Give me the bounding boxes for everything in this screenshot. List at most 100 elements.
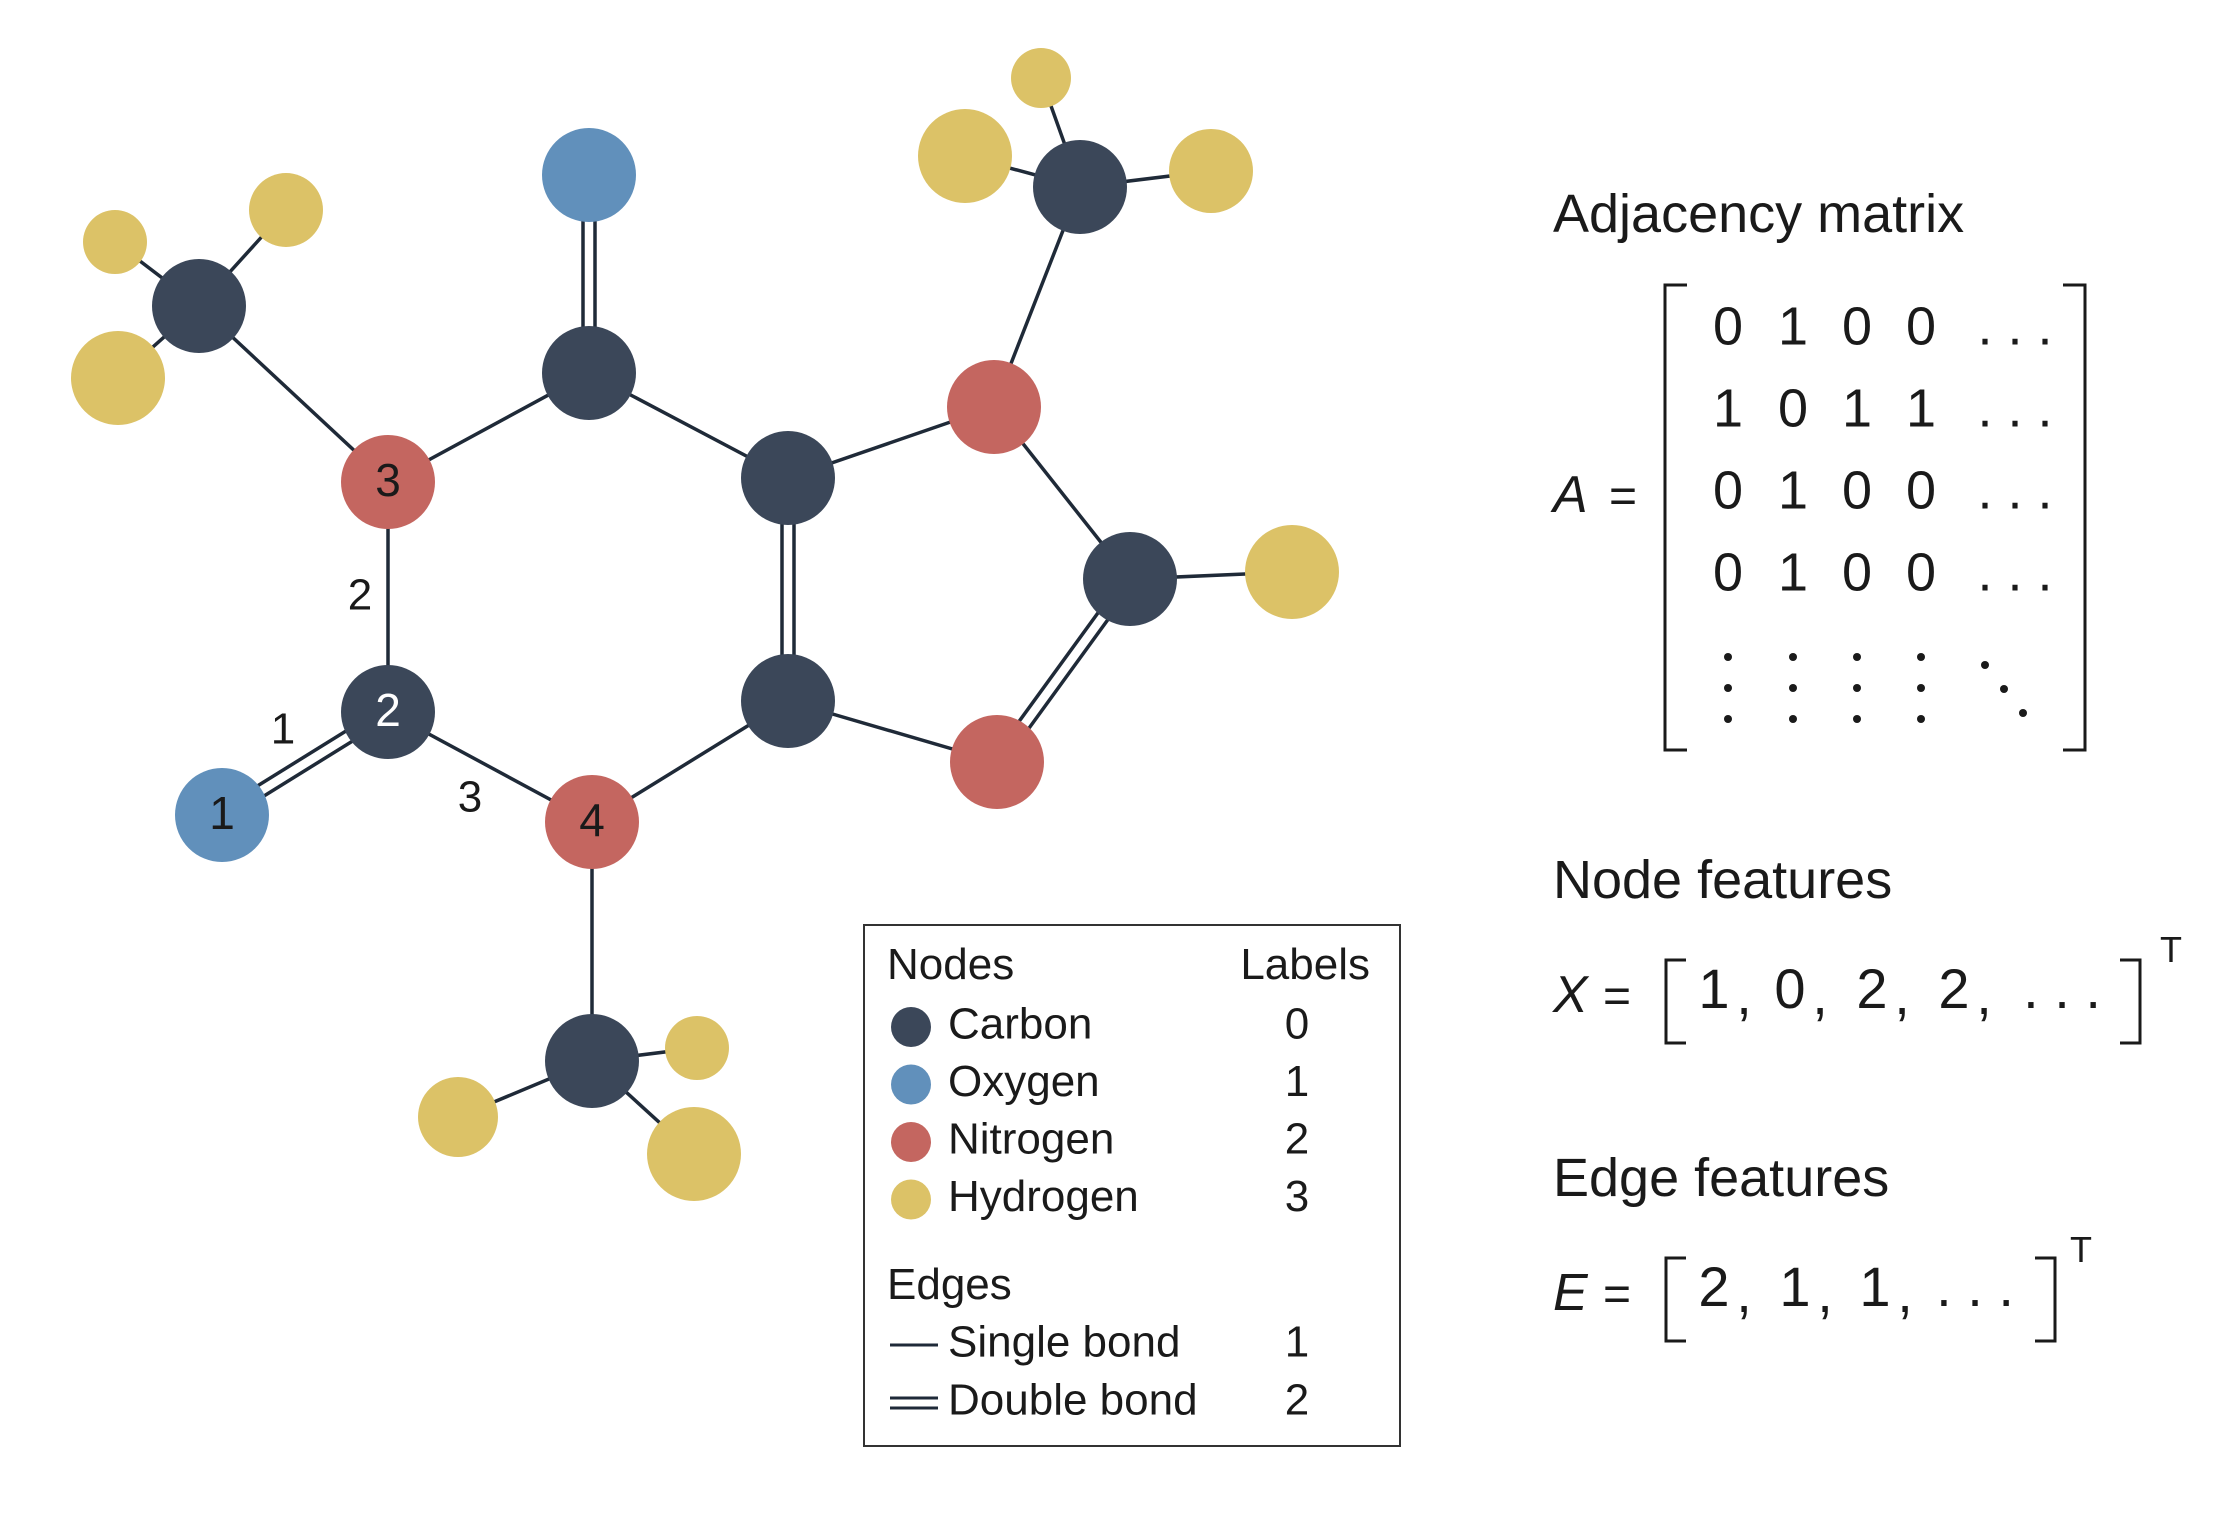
matrix-cell: 1 — [1778, 460, 1808, 520]
vertical-dot — [1853, 715, 1861, 723]
vector-value: 1 — [1779, 1255, 1810, 1318]
edge-features-equals: = — [1603, 1268, 1631, 1321]
vector-value: 2 — [1938, 957, 1969, 1020]
vector-value: . . . — [1936, 1255, 2014, 1318]
legend-node-name: Carbon — [948, 1000, 1092, 1049]
legend-edge-name: Single bond — [948, 1318, 1180, 1367]
edge-features-transpose: T — [2070, 1229, 2092, 1270]
matrix-cell: 0 — [1778, 378, 1808, 438]
vertical-dot — [1724, 653, 1732, 661]
nitrogen-swatch — [891, 1122, 931, 1162]
adjacency-equals: = — [1609, 470, 1637, 523]
vertical-dot — [1917, 684, 1925, 692]
matrix-cell: . . . — [1977, 460, 2052, 520]
hydrogen-atom — [665, 1016, 729, 1080]
carbon-atom — [152, 259, 246, 353]
atom-label: 3 — [375, 454, 401, 506]
vertical-dot — [1724, 715, 1732, 723]
vector-comma: , — [1817, 1261, 1833, 1324]
legend-node-name: Nitrogen — [948, 1115, 1114, 1164]
vector-comma: , — [1736, 963, 1752, 1026]
nitrogen-atom — [545, 775, 639, 869]
vector-value: 0 — [1774, 957, 1805, 1020]
vertical-dot — [1789, 715, 1797, 723]
hydrogen-atom — [418, 1077, 498, 1157]
node-features-symbol: X — [1552, 966, 1590, 1024]
bond-label: 3 — [458, 773, 482, 822]
vertical-dot — [1917, 653, 1925, 661]
legend-box — [863, 924, 1401, 1447]
nitrogen-atom — [947, 360, 1041, 454]
vertical-dot — [1789, 653, 1797, 661]
node-feature-values: 1,0,2,2,. . . — [1698, 957, 2100, 1026]
carbon-swatch — [891, 1007, 931, 1047]
carbon-atom — [545, 1014, 639, 1108]
node-features-transpose: T — [2160, 929, 2182, 970]
legend-edge-label: 1 — [1285, 1318, 1309, 1367]
legend-node-row: Hydrogen 3 — [891, 1172, 1309, 1221]
vector-comma: , — [1812, 963, 1828, 1026]
matrix-cell: 0 — [1906, 460, 1936, 520]
hydrogen-atom — [1011, 48, 1071, 108]
legend-node-name: Hydrogen — [948, 1172, 1139, 1221]
matrix-cell: 1 — [1778, 542, 1808, 602]
atom-label: 1 — [209, 787, 235, 839]
vector-value: 1 — [1698, 957, 1729, 1020]
bond-labels-layer: 213 — [271, 571, 482, 822]
vector-value: . . . — [2023, 957, 2101, 1020]
node-features-panel: Node features X = 1,0,2,2,. . . T — [1552, 850, 2182, 1045]
vector-comma: , — [1897, 1261, 1913, 1324]
carbon-atom — [542, 326, 636, 420]
edge-feature-values: 2,1,1,. . . — [1698, 1255, 2013, 1324]
atom-label: 2 — [375, 684, 401, 736]
carbon-atom — [1083, 532, 1177, 626]
legend-edge-row: Double bond 2 — [890, 1376, 1309, 1425]
node-features-equals: = — [1603, 970, 1631, 1023]
matrix-cell: 1 — [1778, 296, 1808, 356]
hydrogen-atom — [71, 331, 165, 425]
hydrogen-swatch — [891, 1179, 931, 1220]
matrix-cell: 0 — [1842, 460, 1872, 520]
diagonal-dot — [2019, 709, 2027, 717]
vector-comma: , — [1976, 963, 1992, 1026]
vector-value: 2 — [1856, 957, 1887, 1020]
edge-features-symbol: E — [1553, 1264, 1589, 1322]
legend-labels-title: Labels — [1240, 940, 1370, 989]
node-features-left-bracket — [1664, 958, 1686, 1045]
hydrogen-atom — [918, 109, 1012, 203]
adjacency-symbol: A — [1550, 466, 1588, 524]
matrix-cell: . . . — [1977, 378, 2052, 438]
adjacency-right-bracket — [2063, 283, 2087, 752]
node-features-right-bracket — [2120, 958, 2142, 1045]
nitrogen-atom — [950, 715, 1044, 809]
legend-node-label: 3 — [1285, 1172, 1309, 1221]
hydrogen-atom — [1169, 129, 1253, 213]
edge-features-panel: Edge features E = 2,1,1,. . . T — [1553, 1148, 2092, 1343]
hydrogen-atom — [249, 173, 323, 247]
hydrogen-atom — [647, 1107, 741, 1201]
vertical-dot — [1853, 684, 1861, 692]
oxygen-swatch — [891, 1064, 931, 1105]
legend-node-label: 0 — [1285, 1000, 1309, 1049]
oxygen-atom — [542, 128, 636, 222]
adjacency-title: Adjacency matrix — [1553, 184, 1964, 244]
carbon-atom — [741, 431, 835, 525]
matrix-cell: 0 — [1713, 296, 1743, 356]
adjacency-continuation-dots — [1724, 653, 2027, 723]
vertical-dot — [1789, 684, 1797, 692]
matrix-cell: 0 — [1906, 542, 1936, 602]
matrix-cell: . . . — [1977, 296, 2052, 356]
legend-edge-row: Single bond 1 — [890, 1318, 1309, 1367]
vertical-dot — [1724, 684, 1732, 692]
legend-edge-name: Double bond — [948, 1376, 1198, 1425]
legend-edge-label: 2 — [1285, 1376, 1309, 1425]
hydrogen-atom — [1245, 525, 1339, 619]
legend-node-name: Oxygen — [948, 1057, 1100, 1106]
